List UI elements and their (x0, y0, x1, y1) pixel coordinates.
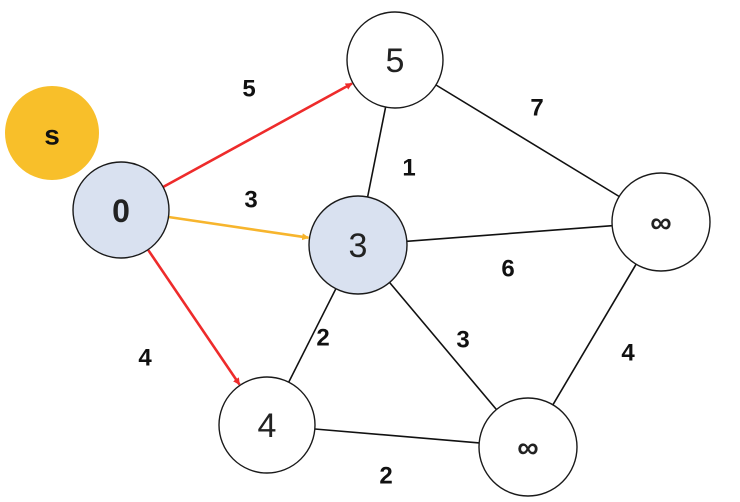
node-br: ∞ (478, 397, 578, 497)
node-top: 5 (346, 11, 444, 109)
edge-bl-br (314, 428, 480, 444)
edge-weight-mid-right: 6 (501, 256, 514, 283)
edge-src-mid (168, 215, 310, 241)
node-circle-right (611, 172, 711, 272)
nodes-layer: 0 5 3 ∞ 4 ∞ (72, 11, 711, 497)
edge-mid-br (388, 281, 498, 411)
edge-weight-src-bl: 4 (138, 345, 152, 372)
node-label-br: ∞ (517, 432, 538, 465)
edge-weight-mid-bl: 2 (316, 325, 329, 352)
node-right: ∞ (611, 172, 711, 272)
edge-src-bl (146, 248, 241, 386)
node-label-src: 0 (112, 193, 130, 229)
edge-weight-bl-br: 2 (379, 463, 392, 490)
edge-top-right (435, 84, 620, 198)
edge-src-top (162, 82, 353, 189)
node-label-bl: 4 (258, 407, 277, 445)
edge-weight-right-br: 4 (621, 340, 635, 367)
edge-weight-src-top: 5 (242, 76, 255, 103)
edge-weight-top-right: 7 (530, 95, 543, 122)
node-circle-top (346, 11, 444, 109)
edge-right-br (552, 263, 637, 406)
node-circle-src (72, 161, 170, 259)
source-tag-label: s (44, 120, 60, 151)
node-label-right: ∞ (650, 207, 671, 240)
node-circle-br (478, 397, 578, 497)
edge-weight-src-mid: 3 (244, 187, 257, 214)
edges-layer (146, 82, 637, 444)
edge-weight-top-mid: 1 (402, 155, 415, 182)
node-circle-mid (308, 195, 408, 295)
edge-mid-bl (287, 288, 337, 383)
edge-labels-layer: 5 3 4 1 7 6 2 3 2 4 (138, 76, 635, 490)
node-mid: 3 (308, 195, 408, 295)
source-tag-layer: s (5, 86, 99, 180)
edge-weight-mid-br: 3 (456, 327, 469, 354)
edge-mid-right (406, 224, 613, 243)
node-label-top: 5 (386, 42, 405, 80)
edge-top-mid (366, 106, 387, 198)
source-tag-circle (5, 86, 99, 180)
node-label-mid: 3 (349, 227, 368, 265)
node-src: 0 (72, 161, 170, 259)
node-bl: 4 (218, 376, 316, 474)
node-circle-bl (218, 376, 316, 474)
